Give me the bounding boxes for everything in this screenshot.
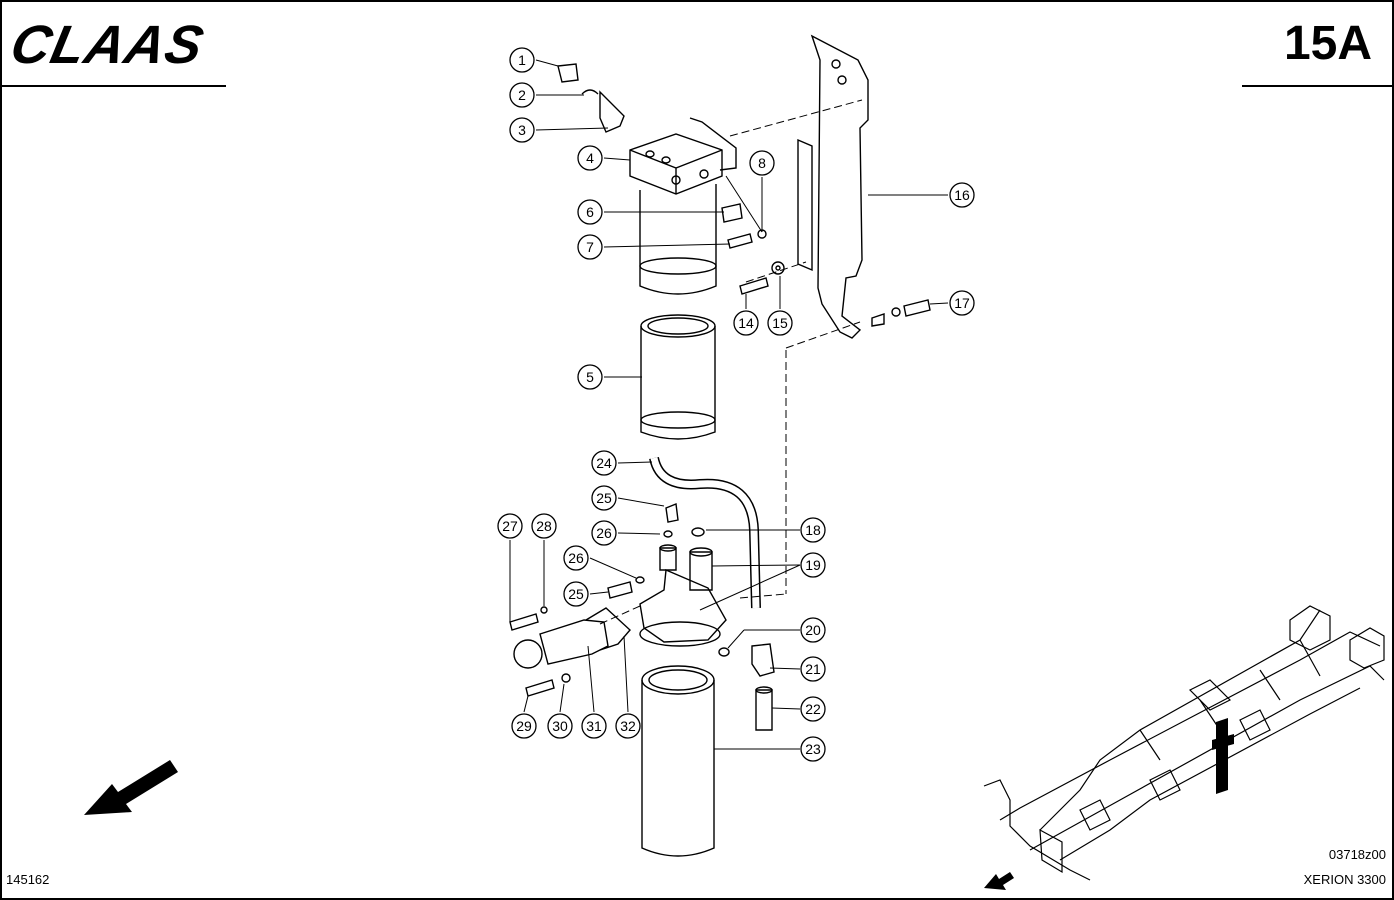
callout-label: 14 bbox=[738, 315, 754, 331]
page-number: 15A bbox=[1283, 17, 1372, 70]
callout-4: 4 bbox=[577, 145, 603, 171]
callout-label: 2 bbox=[518, 87, 526, 103]
callout-label: 28 bbox=[536, 518, 552, 534]
callout-2: 2 bbox=[509, 82, 535, 108]
callout-8: 8 bbox=[749, 150, 775, 176]
filter-head bbox=[629, 133, 723, 195]
callout-23: 23 bbox=[800, 736, 826, 762]
callout-15: 15 bbox=[767, 310, 793, 336]
callout-3: 3 bbox=[509, 117, 535, 143]
callout-6: 6 bbox=[577, 199, 603, 225]
callout-17: 17 bbox=[949, 290, 975, 316]
callout-32: 32 bbox=[615, 713, 641, 739]
callout-14: 14 bbox=[733, 310, 759, 336]
callout-26b: 26 bbox=[563, 545, 589, 571]
callout-label: 25 bbox=[568, 586, 584, 602]
elbow-fitting bbox=[751, 643, 775, 677]
callout-22: 22 bbox=[800, 696, 826, 722]
callout-7: 7 bbox=[577, 234, 603, 260]
callout-label: 6 bbox=[586, 204, 594, 220]
callout-label: 32 bbox=[620, 718, 636, 734]
callout-label: 1 bbox=[518, 52, 526, 68]
assembly-parts bbox=[509, 34, 931, 857]
callout-31: 31 bbox=[581, 713, 607, 739]
callout-label: 31 bbox=[586, 718, 602, 734]
filter-element bbox=[640, 326, 716, 440]
callout-label: 4 bbox=[586, 150, 594, 166]
callout-label: 8 bbox=[758, 155, 766, 171]
part-elbow-3 bbox=[599, 90, 625, 133]
assembly-guide-lines bbox=[599, 99, 863, 625]
callout-label: 19 bbox=[805, 557, 821, 573]
callout-bubbles: 1 2 3 4 5 6 7 8 14 15 16 17 24 25 26 18 … bbox=[497, 47, 975, 762]
callout-label: 7 bbox=[586, 239, 594, 255]
callout-25a: 25 bbox=[591, 485, 617, 511]
callout-30: 30 bbox=[547, 713, 573, 739]
part-fitting-1 bbox=[557, 63, 579, 83]
chassis-highlight-filter bbox=[1212, 718, 1234, 794]
filter-cartridge bbox=[641, 680, 715, 857]
callout-label: 16 bbox=[954, 187, 970, 203]
callout-label: 26 bbox=[596, 525, 612, 541]
callout-label: 15 bbox=[772, 315, 788, 331]
callout-20: 20 bbox=[800, 617, 826, 643]
callout-label: 18 bbox=[805, 522, 821, 538]
direction-arrow-icon bbox=[84, 760, 178, 815]
callout-28: 28 bbox=[531, 513, 557, 539]
callout-label: 30 bbox=[552, 718, 568, 734]
callout-24: 24 bbox=[591, 450, 617, 476]
document-number: 145162 bbox=[6, 872, 50, 887]
callout-label: 20 bbox=[805, 622, 821, 638]
callout-label: 23 bbox=[805, 741, 821, 757]
callout-leaders bbox=[509, 59, 949, 750]
callout-26a: 26 bbox=[591, 520, 617, 546]
callout-label: 22 bbox=[805, 701, 821, 717]
callout-25b: 25 bbox=[563, 581, 589, 607]
callout-5: 5 bbox=[577, 364, 603, 390]
drawing-code: 03718z00 bbox=[1328, 847, 1386, 862]
adapter-fitting bbox=[755, 689, 773, 731]
callout-16: 16 bbox=[949, 182, 975, 208]
callout-29: 29 bbox=[511, 713, 537, 739]
callout-label: 29 bbox=[516, 718, 532, 734]
chassis-locator-view bbox=[983, 605, 1385, 881]
callout-label: 25 bbox=[596, 490, 612, 506]
callout-1: 1 bbox=[509, 47, 535, 73]
callout-label: 5 bbox=[586, 369, 594, 385]
callout-label: 27 bbox=[502, 518, 518, 534]
upper-filter-housing bbox=[639, 184, 717, 295]
filter-head-flange bbox=[689, 117, 737, 171]
callout-label: 21 bbox=[805, 661, 821, 677]
mounting-bracket bbox=[810, 34, 869, 339]
callout-18: 18 bbox=[800, 517, 826, 543]
part-seal-2 bbox=[581, 89, 599, 95]
callout-21: 21 bbox=[800, 656, 826, 682]
locator-arrow-icon bbox=[984, 872, 1014, 890]
machine-model: XERION 3300 bbox=[1303, 872, 1386, 887]
callout-label: 26 bbox=[568, 550, 584, 566]
callout-19: 19 bbox=[800, 552, 826, 578]
callout-label: 24 bbox=[596, 455, 612, 471]
callout-label: 3 bbox=[518, 122, 526, 138]
callout-27: 27 bbox=[497, 513, 523, 539]
callout-label: 17 bbox=[954, 295, 970, 311]
lower-filter-head bbox=[639, 568, 727, 643]
hand-primer bbox=[539, 619, 609, 665]
bracket-strap bbox=[797, 138, 813, 272]
